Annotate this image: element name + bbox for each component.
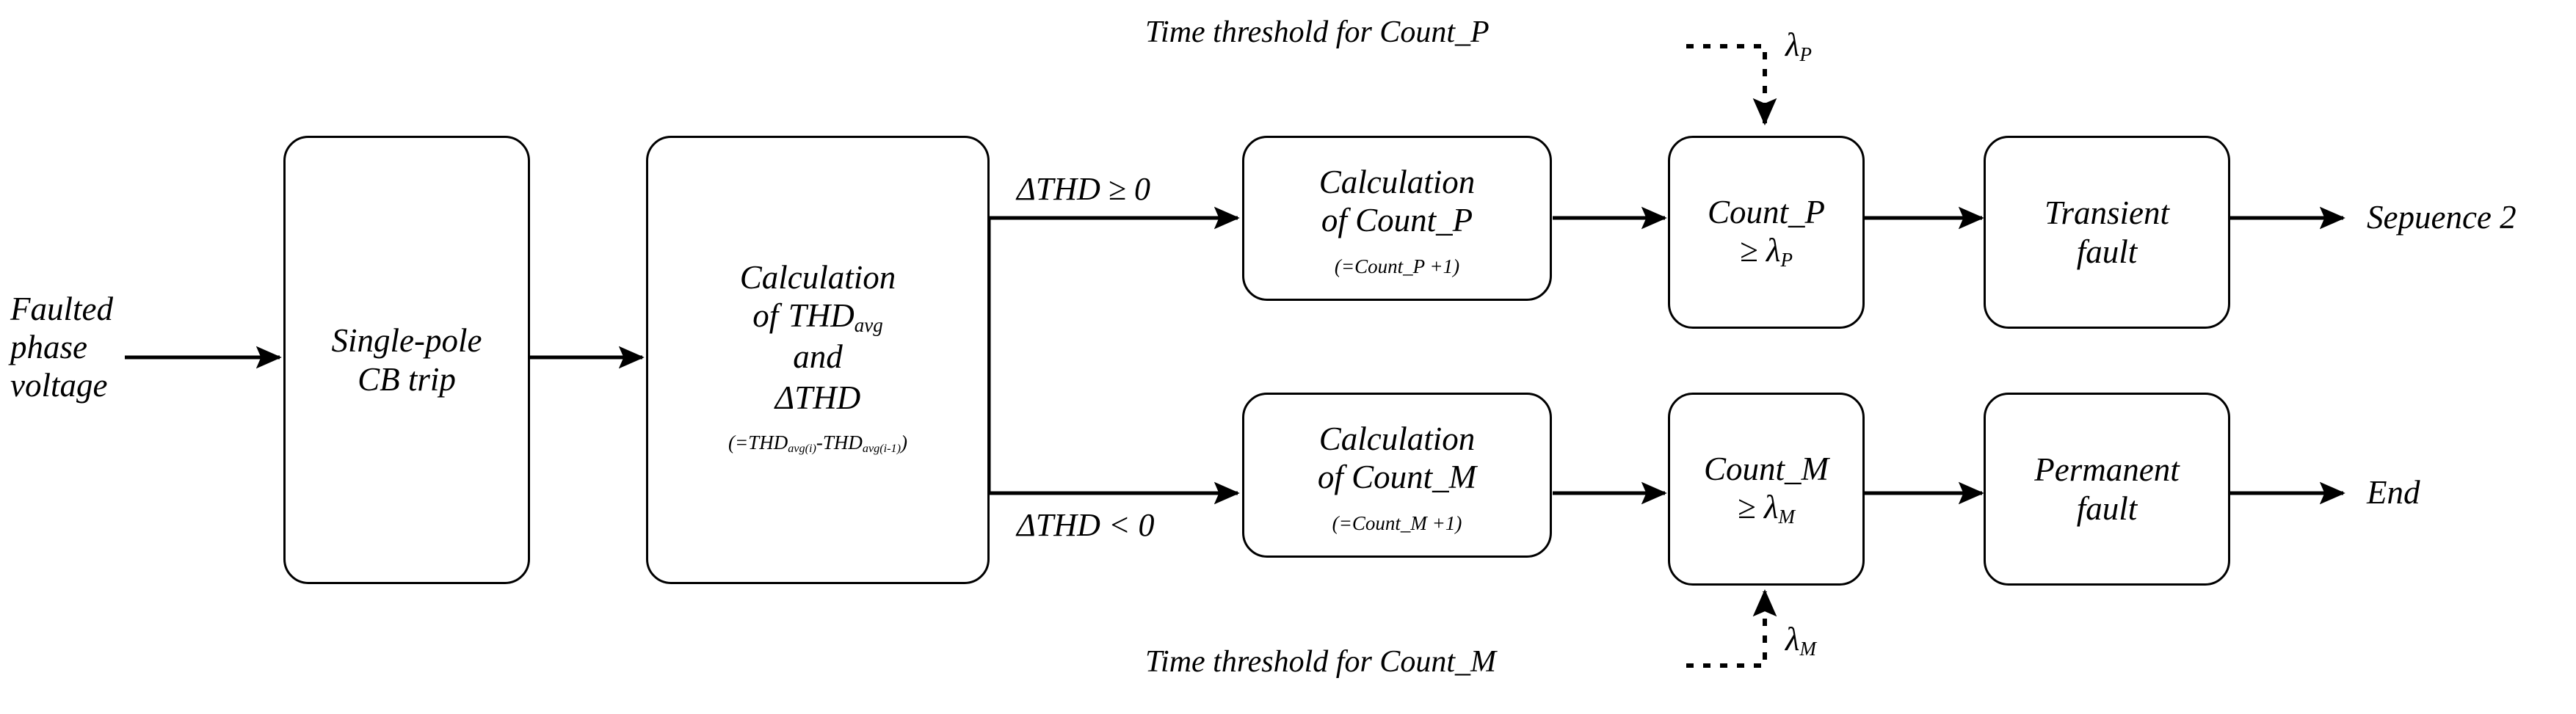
node-countm-decision-line1: Count_M — [1703, 450, 1829, 487]
node-thd-formula-open: (=THD — [728, 431, 788, 453]
node-count-p-calculation[interactable]: Calculation of Count_P (=Count_P +1) — [1242, 136, 1552, 301]
connector-threshold-m-dotted — [1686, 589, 1777, 668]
node-countm-decision-line2: ≥ λM — [1738, 488, 1795, 528]
node-thd-formula-sub1: avg(i) — [788, 442, 816, 456]
node-countp-decision-line1: Count_P — [1707, 193, 1825, 230]
node-countm-decision-op: ≥ λ — [1738, 488, 1779, 525]
annotation-lambda-p-sub: P — [1799, 43, 1813, 66]
output-label-sequence-2: Sepuence 2 — [2367, 198, 2517, 236]
node-thd-line2-main: THD — [788, 297, 855, 335]
output-label-end-text: End — [2367, 474, 2420, 511]
input-label-line2: phase — [10, 329, 87, 365]
node-countp-decision-op: ≥ λ — [1740, 231, 1781, 269]
node-thd-formula-sub2: avg(i-1) — [862, 442, 901, 456]
node-permanent-fault[interactable]: Permanent fault — [1984, 393, 2230, 586]
node-thd-line1: Calculation — [739, 259, 896, 296]
node-countp-line2: of Count_P — [1321, 201, 1473, 238]
node-countp-line3: (=Count_P +1) — [1334, 255, 1460, 278]
edge-label-thd-ge-zero: ΔTHD ≥ 0 — [1017, 170, 1150, 208]
edge-label-thd-lt-zero-text: ΔTHD < 0 — [1017, 507, 1155, 543]
node-permanent-line2: fault — [2076, 489, 2138, 527]
node-transient-fault[interactable]: Transient fault — [1984, 136, 2230, 329]
node-cbtrip-line2: CB trip — [358, 360, 456, 398]
node-countm-line3: (=Count_M +1) — [1332, 512, 1462, 535]
node-thd-formula-mid: -THD — [816, 431, 863, 453]
node-single-pole-cb-trip[interactable]: Single-pole CB trip — [283, 136, 530, 584]
output-label-end: End — [2367, 473, 2420, 511]
node-countm-line1: Calculation — [1318, 420, 1476, 457]
edge-label-thd-lt-zero: ΔTHD < 0 — [1017, 506, 1155, 544]
node-count-m-decision[interactable]: Count_M ≥ λM — [1668, 393, 1865, 586]
node-thd-formula: (=THDavg(i)-THDavg(i-1)) — [728, 431, 907, 456]
node-thd-line4: ΔTHD — [774, 379, 861, 416]
node-thd-formula-close: ) — [901, 431, 908, 453]
annotation-time-threshold-count-m-text: Time threshold for Count_M — [1145, 645, 1496, 679]
connector-threshold-p-dotted — [1686, 44, 1777, 125]
annotation-time-threshold-count-m: Time threshold for Count_M — [1145, 644, 1496, 680]
annotation-lambda-p-main: λ — [1785, 26, 1800, 63]
node-count-p-decision[interactable]: Count_P ≥ λP — [1668, 136, 1865, 329]
node-permanent-line1: Permanent — [2034, 451, 2180, 489]
annotation-time-threshold-count-p-text: Time threshold for Count_P — [1145, 15, 1490, 49]
node-countp-line1: Calculation — [1318, 163, 1476, 200]
annotation-lambda-m-symbol: λM — [1785, 620, 1816, 660]
node-countm-decision-sub: M — [1778, 505, 1795, 528]
annotation-time-threshold-count-p: Time threshold for Count_P — [1145, 15, 1490, 50]
edge-label-thd-ge-zero-text: ΔTHD ≥ 0 — [1017, 171, 1150, 207]
node-cbtrip-line1: Single-pole — [331, 322, 482, 360]
node-thd-line2-prefix: of — [752, 297, 779, 335]
node-countp-decision-sub: P — [1780, 248, 1793, 271]
input-label-line1: Faulted — [10, 291, 113, 327]
node-countm-line2: of Count_M — [1317, 458, 1477, 495]
output-label-sequence-2-text: Sepuence 2 — [2367, 199, 2517, 236]
node-thd-line2-sub: avg — [854, 314, 883, 337]
node-transient-line2: fault — [2076, 233, 2138, 270]
node-count-m-calculation[interactable]: Calculation of Count_M (=Count_M +1) — [1242, 393, 1552, 558]
node-thd-line3: and — [793, 338, 843, 375]
input-label-faulted-phase-voltage: Faulted phase voltage — [10, 290, 120, 404]
input-label-line3: voltage — [10, 367, 108, 404]
node-countp-decision-line2: ≥ λP — [1740, 231, 1793, 272]
annotation-lambda-m-main: λ — [1785, 621, 1800, 657]
node-transient-line1: Transient — [2044, 194, 2170, 232]
annotation-lambda-m-sub: M — [1799, 638, 1817, 660]
annotation-lambda-p-symbol: λP — [1785, 26, 1812, 66]
